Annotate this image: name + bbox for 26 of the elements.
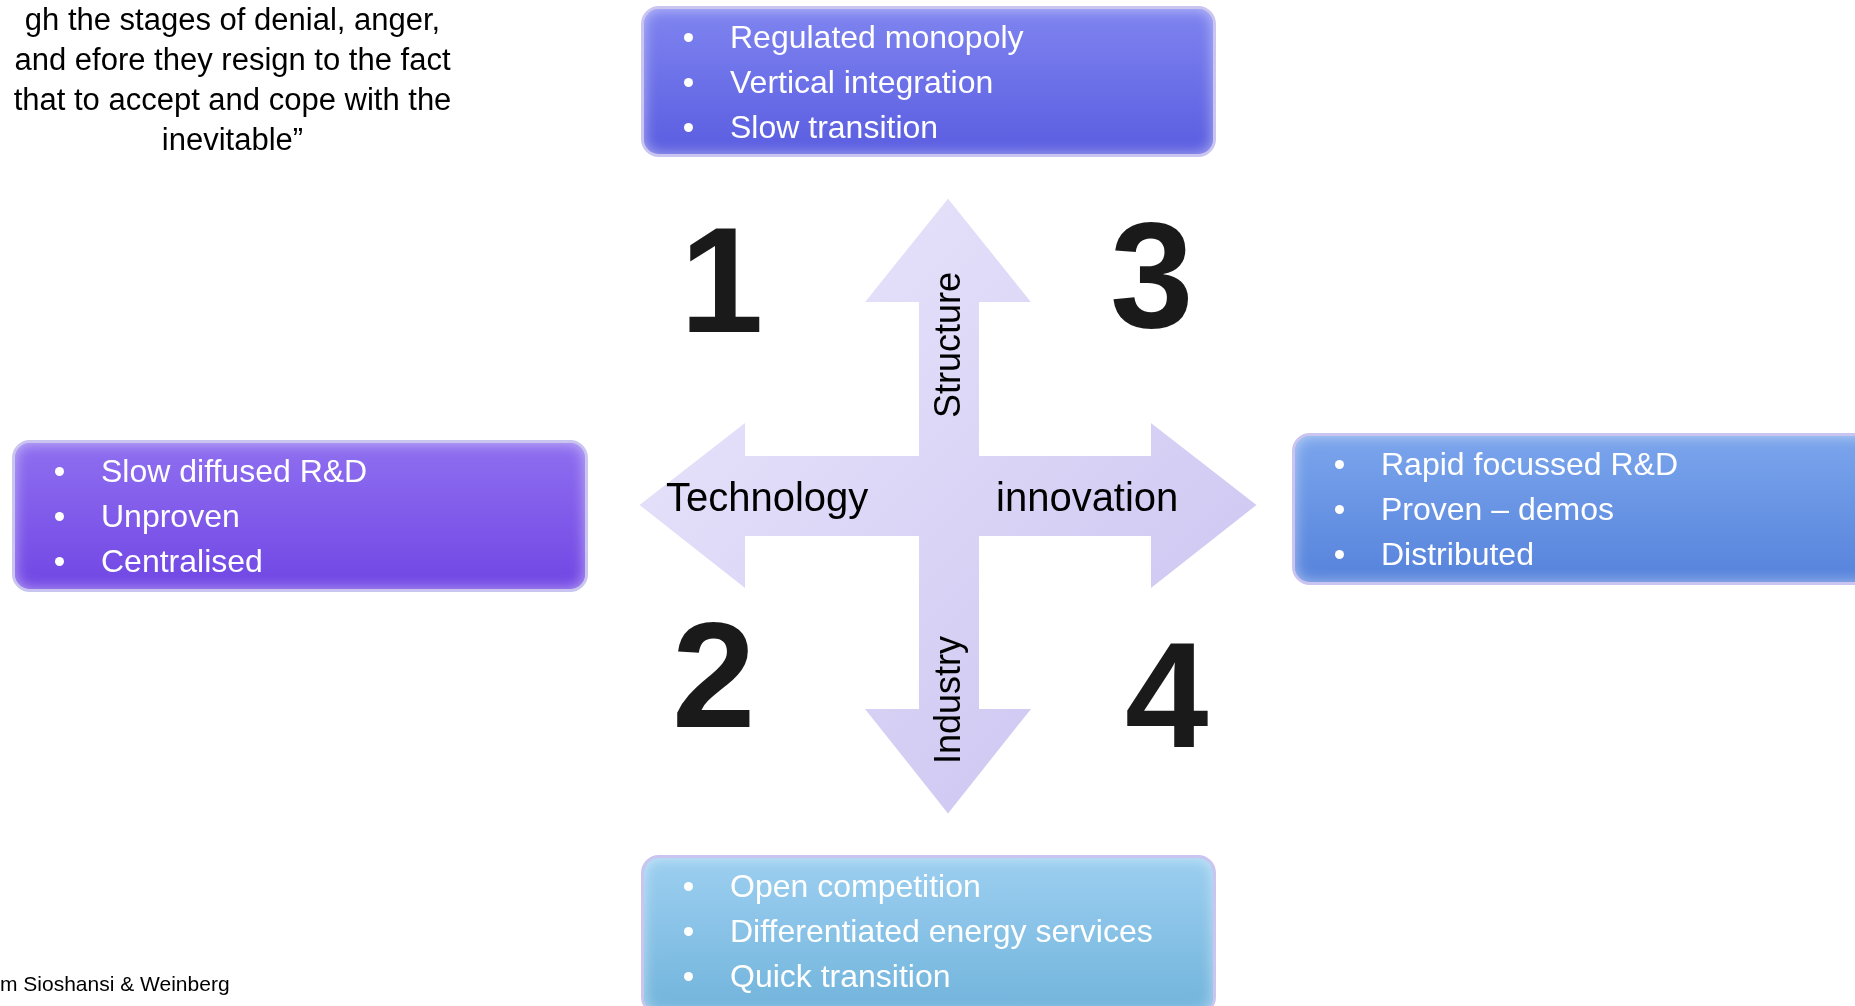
bullet-text: Slow transition	[730, 109, 939, 145]
axis-label: innovation	[996, 475, 1179, 520]
bullet-text: Unproven	[101, 498, 240, 534]
bullet-text: Slow diffused R&D	[101, 453, 368, 489]
bullet-list-box	[1292, 433, 1855, 585]
bullet-list-box	[641, 6, 1216, 157]
axis-label: Structure	[927, 271, 970, 419]
bullet-text: Rapid focussed R&D	[1381, 446, 1679, 482]
bullet-text: Centralised	[101, 543, 263, 579]
bullet-text: Distributed	[1381, 536, 1534, 572]
bullet-text: Proven – demos	[1381, 491, 1614, 527]
bullet-list-box	[641, 855, 1216, 1006]
bullet-list-box	[12, 440, 588, 592]
axis-label: Technology	[666, 475, 869, 520]
bullet-text: Vertical integration	[730, 64, 994, 100]
bullet-text: Quick transition	[730, 958, 951, 994]
quadrant-number: 4	[1125, 620, 1209, 770]
quadrant-number: 1	[680, 205, 764, 355]
quadrant-number: 2	[672, 600, 756, 750]
quadrant-number: 3	[1110, 200, 1194, 350]
bullet-text: Differentiated energy services	[730, 913, 1153, 949]
quote-text: gh the stages of denial, anger, and efore they resign to the fact that to accept and cope with the inevitable”	[12, 1, 453, 159]
bullet-text: Open competition	[730, 868, 981, 904]
source-note: m Sioshansi & Weinberg	[0, 972, 230, 996]
bullet-text: Regulated monopoly	[730, 19, 1024, 55]
axis-label: Industry	[927, 635, 970, 765]
